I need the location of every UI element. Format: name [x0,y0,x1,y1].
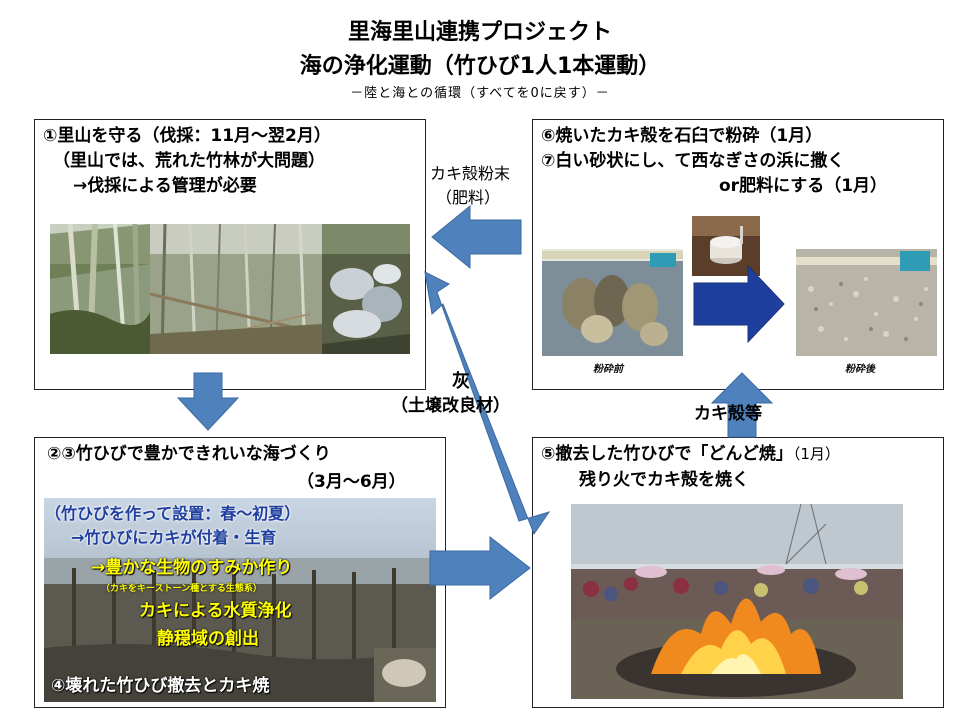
box6-line3: or肥料にする（1月） [719,176,888,196]
page-subtitle: 海の浄化運動（竹ひび1人1本運動） [299,54,661,79]
page-tagline: －陸と海との循環（すべてを0に戻す）－ [350,86,610,101]
arrow-left-powder [431,204,522,270]
label-fertilizer: （肥料） [436,188,501,207]
caption-after: 粉砕後 [845,364,875,375]
box6-line2: ⑦白い砂状にし、て西なぎさの浜に撒く [541,151,845,171]
box-satoyama: ①里山を守る（伐採：11月～翌2月） （里山では、荒れた竹林が大問題） →伐採に… [34,119,426,390]
box5-line2: 残り火でカキ殻を焼く [579,470,749,490]
arrow-down [176,372,240,431]
overlay-removal: ④壊れた竹ひび撤去とカキ焼 [51,676,270,696]
label-ash: 灰 [452,371,470,392]
box1-line3: →伐採による管理が必要 [73,176,257,196]
box-bamboo-sea: ②③竹ひびで豊かできれいな海づくり （3月～6月） [34,437,446,708]
box2-title: ②③竹ひびで豊かできれいな海づくり [47,444,331,464]
box5-title: ⑤撤去した竹ひびで「どんど焼」（1月） [541,444,840,464]
page-title: 里海里山連携プロジェクト [347,20,612,45]
caption-before: 粉砕前 [593,364,623,375]
overlay-habitat: →豊かな生物のすみか作り [91,558,293,578]
shells-after-photo [796,249,937,356]
box-crush-shells: ⑥焼いたカキ殻を石臼で粉砕（1月） ⑦白い砂状にし、て西なぎさの浜に撒く or肥… [532,119,944,390]
overlay-purify: カキによる水質浄化 [139,601,292,621]
overlay-keystone: （カキをキーストーン種とする生態系） [101,584,262,594]
label-soil-improver: （土壌改良材） [391,396,510,416]
arrow-right [429,535,531,601]
box1-line1: ①里山を守る（伐採：11月～翌2月） [43,126,331,146]
bamboo-forest-photo-2 [150,224,322,354]
box6-line1: ⑥焼いたカキ殻を石臼で粉砕（1月） [541,126,823,146]
box-dondo-yaki: ⑤撤去した竹ひびで「どんど焼」（1月） 残り火でカキ殻を焼く [532,437,944,708]
box1-line2: （里山では、荒れた竹林が大問題） [53,151,325,171]
label-oyster-powder: カキ殻粉末 [430,164,511,183]
arrow-up-shells [710,372,774,438]
overlay-oyster-grow: →竹ひびにカキが付着・生育 [71,528,277,547]
overlay-calm: 静穏域の創出 [157,629,259,649]
box5-title-month: （1月） [792,445,840,463]
bonfire-photo [571,504,903,699]
shells-before-photo [542,249,683,356]
bamboo-debris-photo [322,224,410,354]
arrow-diagonal-ash [424,271,551,536]
bamboo-forest-photo-1 [50,224,150,354]
overlay-install: （竹ひびを作って設置：春～初夏） [45,504,301,523]
box5-title-main: ⑤撤去した竹ひびで「どんど焼」 [541,444,793,464]
bamboo-frame-sea-photo [44,498,436,702]
label-oyster-shells: カキ殻等 [694,404,762,424]
arrow-crush-process [693,264,785,344]
box2-period: （3月～6月） [297,472,406,492]
